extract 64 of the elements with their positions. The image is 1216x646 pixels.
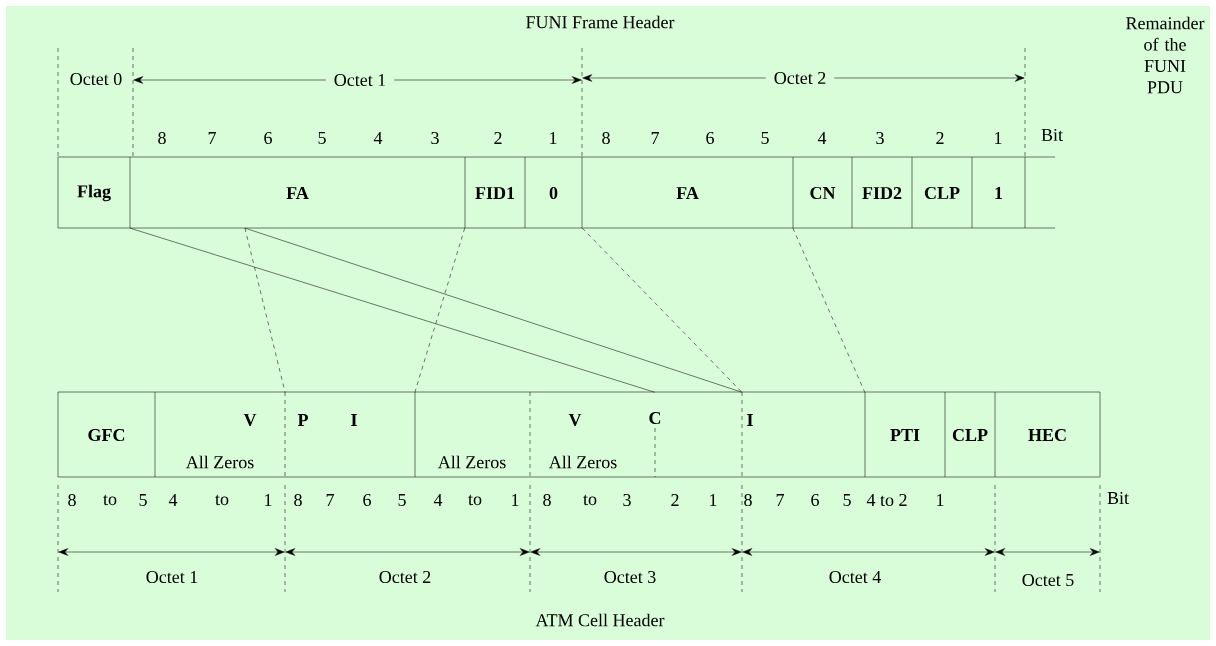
field-cell: I (741, 391, 866, 478)
bit-number: 8 (744, 493, 752, 507)
bit-number: 8 (602, 131, 610, 145)
bit-number: 2 (936, 132, 944, 144)
mapping-line (414, 227, 465, 393)
field-cell: PTI (864, 391, 946, 478)
title: FUNI Frame Header (526, 15, 675, 29)
bit-number: 7 (776, 494, 784, 506)
bit-number: 5 (139, 494, 147, 506)
bit-number: to (468, 494, 482, 506)
field-cell: 0 (524, 156, 583, 229)
bit-number: 8 (294, 493, 302, 507)
bit-number: 5 (843, 494, 851, 506)
field-cell: Flag (57, 156, 131, 229)
octet-label: Octet 3 (604, 570, 656, 584)
field-cell: HEC (994, 391, 1101, 478)
mapping-line (244, 227, 743, 393)
caption: ATM Cell Header (535, 613, 665, 627)
octet-label: Octet 4 (829, 570, 881, 584)
bit-number: 3 (431, 131, 439, 145)
mapping-line (244, 227, 286, 393)
bit-number: 1 (710, 494, 717, 506)
field-cell: CLP (944, 391, 996, 478)
bit-number: 6 (811, 493, 819, 507)
mapping-line (581, 227, 743, 393)
bit-number: 8 (158, 131, 166, 145)
bit-number: 7 (326, 494, 334, 506)
note: Remainder of the FUNI PDU (1126, 16, 1205, 94)
bit-number: Bit (1041, 128, 1063, 142)
octet-label: Octet 1 (146, 570, 198, 584)
bit-number: 1 (265, 494, 272, 506)
bit-number: 4 (168, 494, 178, 506)
octet-label: Octet 0 (70, 72, 122, 86)
bit-number: 1 (995, 132, 1002, 144)
field-cell: CLP (911, 156, 973, 229)
bit-number: 2 (494, 132, 502, 144)
field-cell: CN (792, 156, 853, 229)
bit-number: 4 (817, 132, 827, 144)
octet-label: Octet 2 (379, 570, 431, 584)
bit-number: 1 (937, 494, 944, 506)
bit-number: 3 (876, 131, 884, 145)
field-cell: P I (284, 391, 416, 478)
octet-label: Octet 5 (1022, 573, 1074, 587)
field-cell: FA (581, 156, 794, 229)
bit-number: 6 (363, 493, 371, 507)
bit-number: 4 to 2 (866, 493, 907, 507)
bit-number: to (103, 494, 117, 506)
mapping-line (129, 227, 655, 393)
bit-number: 5 (398, 494, 406, 506)
bit-number: 1 (512, 494, 519, 506)
bit-number: to (583, 494, 597, 506)
field-cell: FA (129, 156, 466, 229)
bit-number: Bit (1107, 491, 1129, 505)
bit-number: 4 (433, 494, 443, 506)
field-cell: All Zeros (414, 391, 531, 478)
mapping-line (792, 227, 865, 393)
field-cell: FID1 (464, 156, 526, 229)
field-cell: GFC (57, 391, 156, 478)
bit-number: 8 (543, 493, 551, 507)
field-cell: 1 (971, 156, 1026, 229)
field-cell: FID2 (851, 156, 913, 229)
bit-number: 1 (550, 132, 557, 144)
bit-number: 5 (761, 132, 769, 144)
bit-number: to (215, 494, 229, 506)
